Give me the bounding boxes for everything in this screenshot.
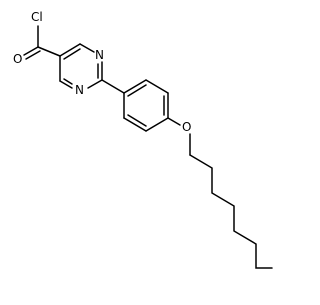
chemical-structure-drawing: Cl O N N O [13, 10, 273, 269]
bond-benzene-o [167, 117, 181, 126]
bond-ring-c6-c6-inner [63, 48, 81, 60]
bond-pyrimidine-benzene [101, 79, 125, 94]
atom-label-carbonyl-oxygen: O [13, 52, 22, 66]
bond-benzene-1-inner [127, 84, 147, 97]
bond-benzene-2 [145, 79, 169, 94]
bond-c-ring [37, 46, 61, 57]
atom-label-ring-nitrogen-top: N [95, 48, 104, 62]
octyl-chain [189, 154, 273, 269]
bond-benzene-5-inner [127, 114, 147, 127]
atom-label-chlorine: Cl [31, 10, 43, 24]
bond-benzene-4 [145, 117, 169, 132]
bond-ring-c5-c6 [59, 43, 81, 57]
bond-ring-n3-c4-inner [63, 78, 73, 85]
structure-canvas: Cl O N N O [13, 10, 273, 269]
bond-c-o-double-b [25, 50, 41, 60]
atom-label-ether-oxygen: O [182, 120, 191, 134]
bond-c-o-double-a [23, 46, 39, 56]
bond-ring-c6-n1 [79, 43, 95, 53]
bond-benzene-5 [123, 117, 147, 132]
bond-ring-c2-n3 [87, 79, 103, 89]
bond-benzene-1 [123, 79, 147, 94]
atom-label-ring-nitrogen-bottom: N [75, 83, 84, 97]
bond-ring-n3-c4 [59, 80, 73, 89]
